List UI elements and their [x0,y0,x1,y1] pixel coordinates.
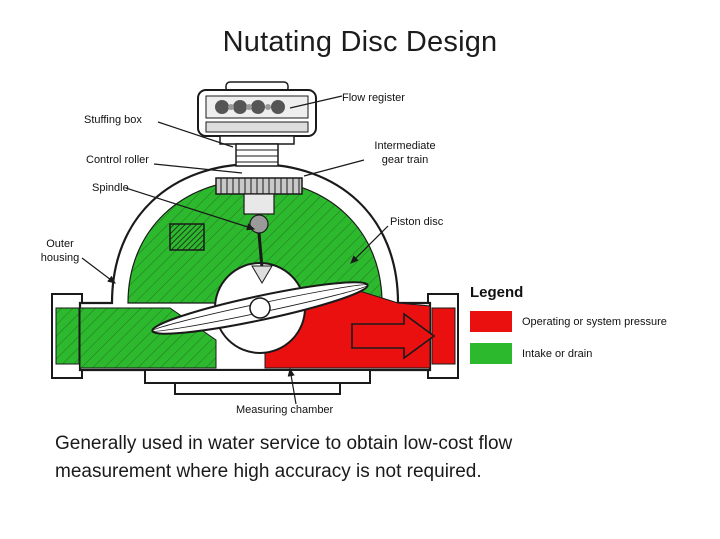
stuffing-box-block [169,223,205,251]
meter-cross-section [51,81,459,405]
meter-base [144,369,371,395]
legend-title: Legend [470,284,524,301]
legend-item-pressure: Operating or system pressure [470,311,714,332]
piston-disc-shape [151,281,369,335]
flow-arrow [351,312,436,360]
label-spindle: Spindle [92,182,129,194]
right-flange [427,293,459,379]
caption-text: Generally used in water service to obtai… [55,433,513,482]
legend-swatch-green [470,343,512,364]
legend: Legend Operating or system pressure Inta… [470,284,714,375]
page-title: Nutating Disc Design [222,26,498,58]
flow-register-assembly [197,81,317,167]
label-intermediate-gear-train: Intermediate gear train [374,140,436,166]
gear-train [215,177,303,284]
dome-hatching [128,180,382,303]
label-control-roller: Control roller [86,154,149,166]
legend-label-pressure: Operating or system pressure [522,315,667,328]
label-measuring-chamber: Measuring chamber [236,404,334,416]
label-flow-register: Flow register [342,92,405,104]
label-outer-housing: Outer housing [40,238,80,264]
leader-lines [81,95,389,405]
legend-swatch-red [470,311,512,332]
nutating-disc-diagram [20,78,460,428]
label-stuffing-box: Stuffing box [84,114,142,126]
legend-label-intake: Intake or drain [522,347,593,360]
left-flange [51,293,83,379]
legend-item-intake: Intake or drain [470,343,714,364]
label-piston-disc: Piston disc [390,216,444,228]
